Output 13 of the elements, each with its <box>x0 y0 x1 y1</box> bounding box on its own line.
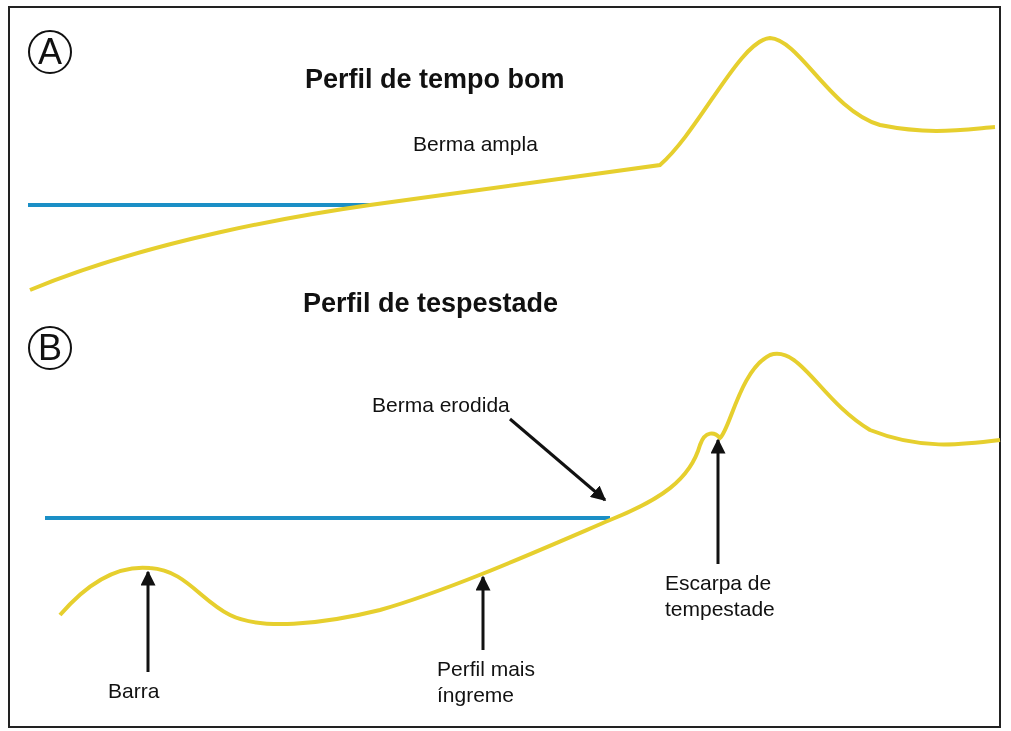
leader-arrow <box>509 417 607 502</box>
callout-text: Perfil mais íngreme <box>437 656 577 708</box>
profile-title: Perfil de tespestade <box>303 288 559 319</box>
circled-letter: B <box>28 326 72 370</box>
callout-text: Escarpa de tempestade <box>665 570 825 622</box>
callout-text: Barra <box>108 678 198 704</box>
leader-arrow <box>710 438 726 564</box>
circled-letter: A <box>28 30 72 74</box>
feature-label: Berma ampla <box>413 132 538 156</box>
callout-text: Berma erodida <box>372 392 510 418</box>
profile-title: Perfil de tempo bom <box>305 64 565 95</box>
leader-arrow <box>140 570 156 672</box>
leader-arrow <box>475 575 491 650</box>
